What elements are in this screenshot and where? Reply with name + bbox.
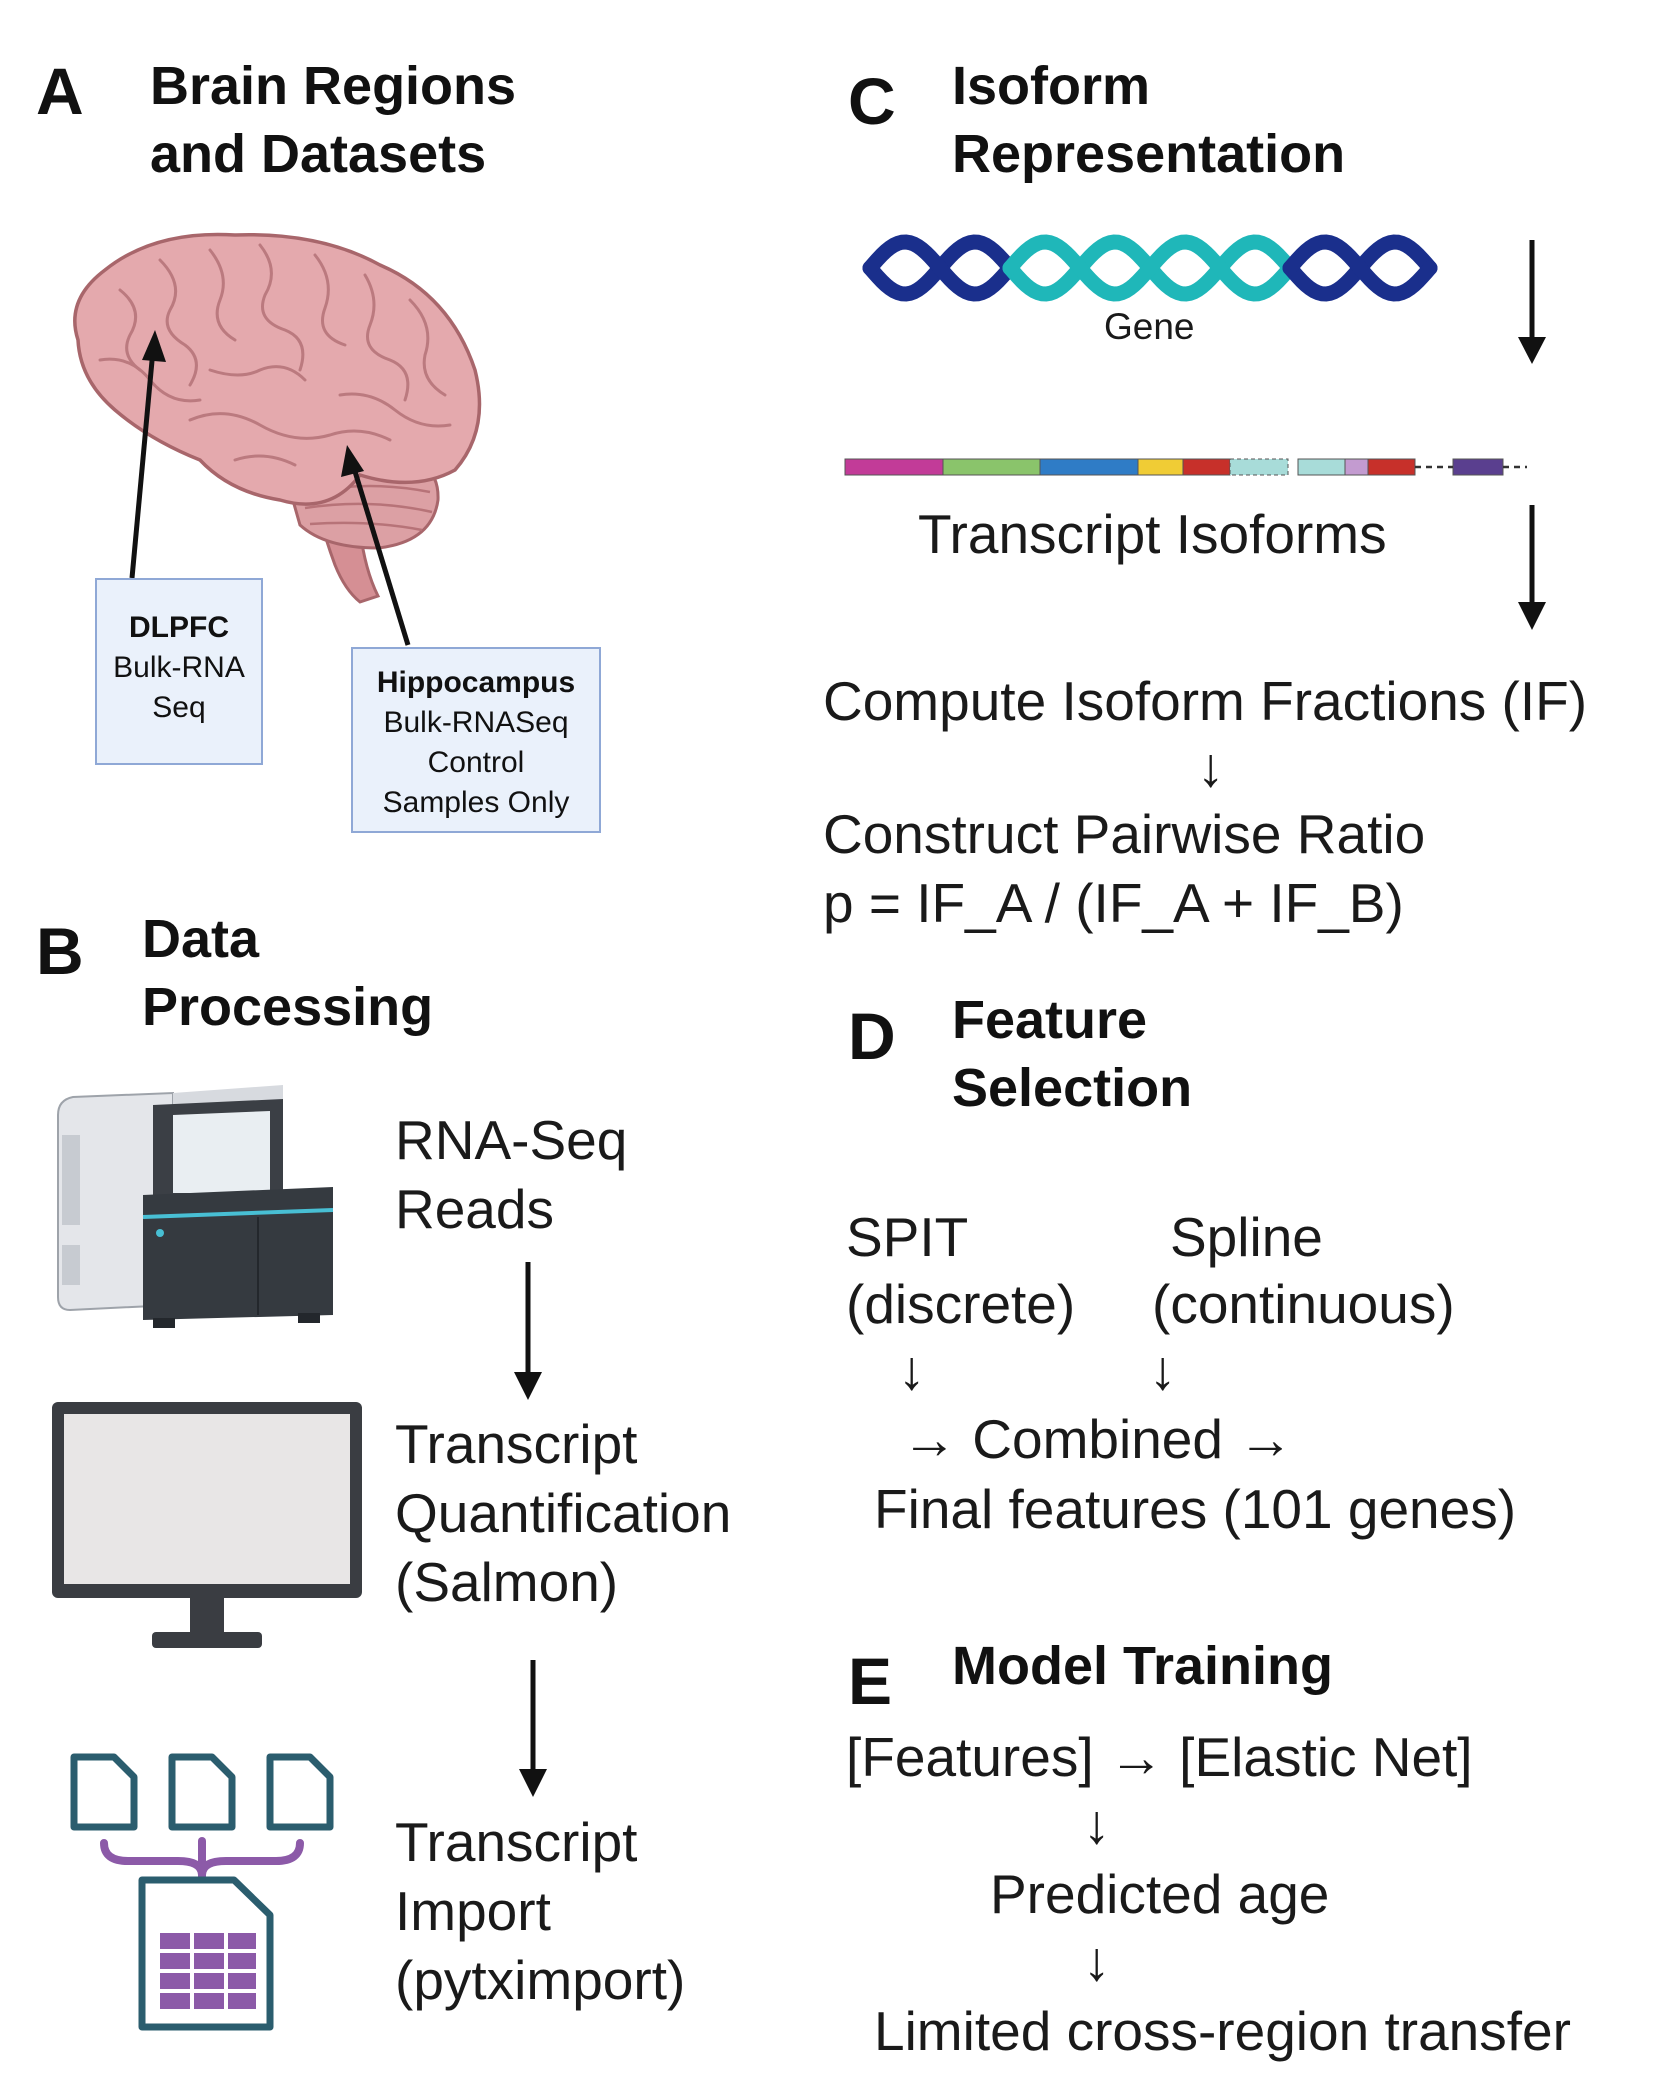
panel-e-letter: E [848, 1644, 893, 1718]
gene-label: Gene [1104, 306, 1195, 347]
exon-segment [1229, 458, 1289, 476]
import-line1: Transcript [395, 1811, 638, 1873]
exon-segment [1039, 458, 1139, 476]
spline-down-arrow-glyph: ↓ [1149, 1339, 1177, 1401]
compute-if-label: Compute Isoform Fractions (IF) [823, 670, 1588, 732]
hippocampus-box: Hippocampus Bulk-RNASeq Control Samples … [351, 647, 601, 833]
hippocampus-pointer-arrow [341, 445, 411, 646]
pairwise-ratio-line2: p = IF_A / (IF_A + IF_B) [823, 872, 1404, 934]
brain-icon [73, 232, 482, 604]
b-arrow-1 [514, 1262, 542, 1400]
dlpfc-box: DLPFC Bulk-RNA Seq [95, 578, 263, 765]
hippocampus-line2: Control [427, 746, 525, 779]
exon-segment [844, 458, 944, 476]
sequencer-icon [57, 1085, 334, 1328]
exon-segment [1344, 458, 1369, 476]
combined-label: → Combined → [902, 1408, 1294, 1470]
b-arrow-2 [519, 1660, 547, 1797]
panel-a-title-line1: Brain Regions [150, 56, 517, 116]
limited-transfer-label: Limited cross-region transfer [874, 2000, 1571, 2062]
dna-helix-icon [862, 234, 1438, 302]
exon-segment [1182, 458, 1231, 476]
pairwise-ratio-line1: Construct Pairwise Ratio [823, 803, 1426, 865]
hippocampus-line1: Bulk-RNASeq [383, 706, 569, 739]
panel-b-title-line2: Processing [142, 977, 434, 1037]
isoform-bar [844, 458, 1527, 476]
import-line3: (pytximport) [395, 1949, 686, 2011]
quant-line2: Quantification [395, 1482, 732, 1544]
rna-seq-line2: Reads [395, 1178, 554, 1240]
c-arrow-1 [1518, 240, 1546, 364]
spit-down-arrow-glyph: ↓ [898, 1339, 926, 1401]
hippocampus-line3: Samples Only [382, 786, 570, 819]
import-line2: Import [395, 1880, 551, 1942]
dlpfc-title: DLPFC [129, 611, 229, 644]
exon-segment [1297, 458, 1346, 476]
spline-line1: Spline [1170, 1206, 1323, 1268]
panel-e-title: Model Training [952, 1636, 1334, 1696]
predicted-age-label: Predicted age [990, 1863, 1330, 1925]
monitor-icon [52, 1402, 362, 1648]
panel-c-title-line1: Isoform [952, 56, 1151, 116]
quant-line3: (Salmon) [395, 1551, 619, 1613]
spit-line1: SPIT [846, 1206, 969, 1268]
exon-segment [1367, 458, 1416, 476]
file-merge-icon [70, 1753, 334, 2031]
hippocampus-title: Hippocampus [376, 666, 576, 699]
panel-d-letter: D [848, 999, 896, 1073]
exon-segment [942, 458, 1041, 476]
dlpfc-line2: Seq [152, 691, 206, 724]
panel-c-title-line2: Representation [952, 124, 1346, 184]
panel-d-title-line1: Feature [952, 990, 1148, 1050]
helix-strand [1002, 234, 1298, 302]
final-features-label: Final features (101 genes) [874, 1478, 1517, 1540]
panel-c-letter: C [848, 64, 896, 138]
spline-line2: (continuous) [1152, 1273, 1455, 1335]
panel-b-title-line1: Data [142, 909, 260, 969]
dlpfc-pointer-arrow [129, 330, 166, 579]
c-down-arrow-glyph: ↓ [1197, 736, 1225, 798]
helix-strand [1282, 234, 1438, 302]
exon-segment [1452, 458, 1504, 476]
features-elastic-net-label: [Features] → [Elastic Net] [846, 1726, 1473, 1788]
panel-a-title-line2: and Datasets [150, 124, 487, 184]
isoforms-label: Transcript Isoforms [918, 503, 1387, 565]
helix-strand [862, 234, 1018, 302]
c-arrow-2 [1518, 505, 1546, 630]
exon-segment [1137, 458, 1184, 476]
spit-line2: (discrete) [846, 1273, 1076, 1335]
quant-line1: Transcript [395, 1413, 638, 1475]
e-down-arrow-glyph-1: ↓ [1083, 1793, 1111, 1855]
dlpfc-line1: Bulk-RNA [113, 651, 245, 684]
panel-a-letter: A [36, 54, 84, 128]
e-down-arrow-glyph-2: ↓ [1083, 1930, 1111, 1992]
rna-seq-line1: RNA-Seq [395, 1109, 628, 1171]
panel-b-letter: B [36, 914, 84, 988]
panel-d-title-line2: Selection [952, 1058, 1193, 1118]
